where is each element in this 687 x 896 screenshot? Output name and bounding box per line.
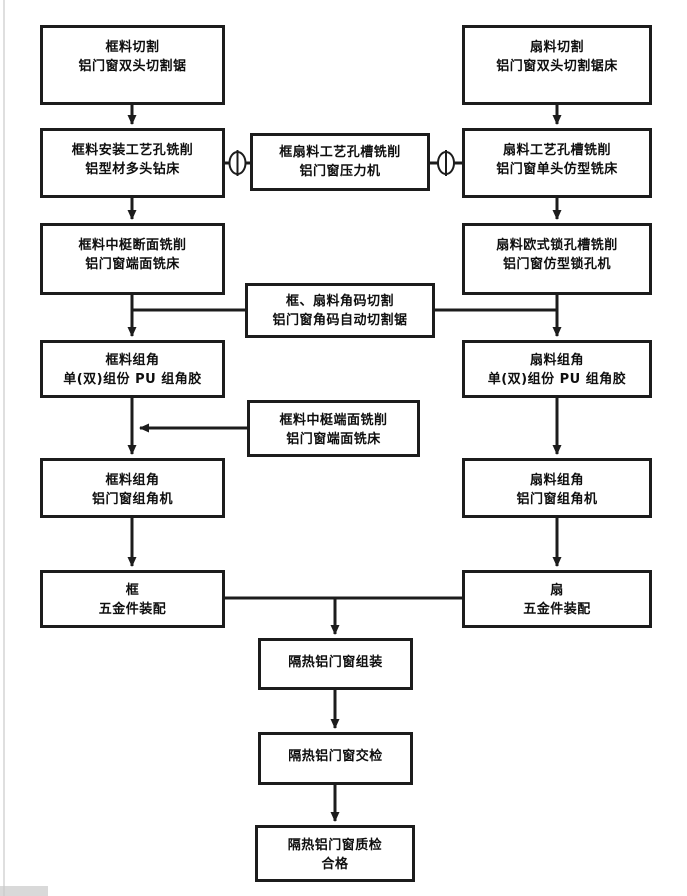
node-label: 铝门窗双头切割锯床 — [496, 59, 618, 74]
window-assembly-node: 隔热铝门窗组装 — [258, 638, 413, 690]
node-label: 框料组角 — [105, 353, 160, 368]
node-label: 框 — [125, 583, 140, 598]
node-label: 扇 — [550, 583, 564, 598]
page-edge-artifact — [0, 886, 48, 896]
window-quality-check-node: 隔热铝门窗质检 合格 — [255, 825, 415, 882]
junction-connector-icon — [437, 150, 455, 176]
frame-sash-slot-milling-node: 框扇料工艺孔槽铣削 铝门窗压力机 — [250, 133, 430, 191]
node-label: 框料切割 — [105, 40, 160, 55]
node-label: 铝门窗仿型锁孔机 — [502, 257, 611, 272]
node-label: 铝门窗端面铣床 — [85, 257, 180, 272]
node-label: 框料安装工艺孔铣削 — [71, 143, 194, 158]
node-label: 铝门窗双头切割锯 — [78, 59, 187, 74]
frame-mullion-endface-milling-node: 框料中梃端面铣削 铝门窗端面铣床 — [247, 400, 420, 457]
node-label: 铝门窗角码自动切割锯 — [272, 313, 408, 328]
frame-cutting-node: 框料切割 铝门窗双头切割锯 — [40, 25, 225, 105]
frame-mullion-section-milling-node: 框料中梃断面铣削 铝门窗端面铣床 — [40, 223, 225, 295]
frame-hole-milling-node: 框料安装工艺孔铣削 铝型材多头钻床 — [40, 128, 225, 198]
frame-hardware-assembly-node: 框 五金件装配 — [40, 570, 225, 628]
node-label: 铝门窗组角机 — [91, 492, 173, 507]
node-label: 隔热铝门窗交检 — [288, 749, 383, 764]
node-label: 隔热铝门窗组装 — [288, 655, 383, 670]
node-label: 框料中梃断面铣削 — [78, 238, 187, 253]
frame-corner-crimping-node: 框料组角 铝门窗组角机 — [40, 458, 225, 518]
sash-slot-milling-node: 扇料工艺孔槽铣削 铝门窗单头仿型铣床 — [462, 128, 652, 198]
node-label: 铝型材多头钻床 — [85, 162, 180, 177]
corner-key-cutting-node: 框、扇料角码切割 铝门窗角码自动切割锯 — [245, 283, 435, 338]
sash-hardware-assembly-node: 扇 五金件装配 — [462, 570, 652, 628]
node-label: 单(双)组份 PU 组角胶 — [63, 372, 202, 387]
node-label: 扇料欧式锁孔槽铣削 — [496, 238, 618, 253]
junction-connector-icon — [228, 150, 247, 176]
window-inspection-node: 隔热铝门窗交检 — [258, 732, 413, 785]
node-label: 铝门窗压力机 — [299, 164, 381, 179]
node-label: 框、扇料角码切割 — [285, 294, 394, 309]
node-label: 铝门窗单头仿型铣床 — [496, 162, 618, 177]
frame-corner-glue-node: 框料组角 单(双)组份 PU 组角胶 — [40, 340, 225, 398]
node-label: 合格 — [321, 857, 349, 872]
node-label: 扇料工艺孔槽铣削 — [502, 143, 611, 158]
node-label: 扇料组角 — [529, 353, 584, 368]
node-label: 铝门窗组角机 — [516, 492, 598, 507]
sash-corner-crimping-node: 扇料组角 铝门窗组角机 — [462, 458, 652, 518]
node-label: 框料组角 — [105, 473, 160, 488]
node-label: 框扇料工艺孔槽铣削 — [279, 145, 401, 160]
sash-lockhole-milling-node: 扇料欧式锁孔槽铣削 铝门窗仿型锁孔机 — [462, 223, 652, 295]
node-label: 单(双)组份 PU 组角胶 — [487, 372, 627, 387]
node-label: 扇料切割 — [529, 40, 584, 55]
sash-corner-glue-node: 扇料组角 单(双)组份 PU 组角胶 — [462, 340, 652, 398]
node-label: 框料中梃端面铣削 — [279, 413, 388, 428]
node-label: 扇料组角 — [529, 473, 584, 488]
node-label: 隔热铝门窗质检 — [287, 838, 383, 853]
node-label: 五金件装配 — [98, 602, 167, 617]
page-edge-artifact — [3, 0, 5, 896]
node-label: 五金件装配 — [523, 602, 591, 617]
node-label: 铝门窗端面铣床 — [286, 432, 381, 447]
sash-cutting-node: 扇料切割 铝门窗双头切割锯床 — [462, 25, 652, 105]
